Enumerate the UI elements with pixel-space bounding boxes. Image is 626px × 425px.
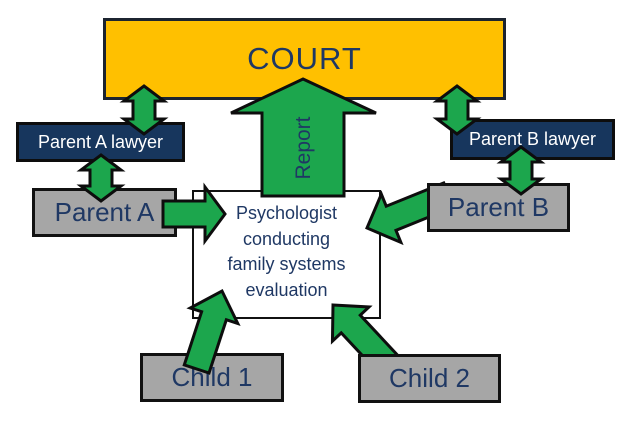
node-child-2: Child 2 — [358, 354, 501, 403]
court-label: COURT — [247, 41, 362, 76]
parent-b-label: Parent B — [447, 192, 550, 222]
psychologist-line-4: evaluation — [245, 279, 328, 300]
node-parent-a: Parent A — [32, 188, 177, 237]
parent-b-lawyer-label: Parent B lawyer — [468, 129, 597, 149]
child-2-label: Child 2 — [389, 363, 470, 393]
psychologist-line-3: family systems — [227, 254, 346, 274]
parent-a-lawyer-label: Parent A lawyer — [37, 131, 164, 152]
node-child-1: Child 1 — [140, 353, 284, 402]
child-1-label: Child 1 — [171, 362, 253, 392]
report-label: Report — [292, 116, 315, 179]
node-parent-a-lawyer: Parent A lawyer — [16, 122, 185, 162]
parent-a-label: Parent A — [54, 197, 155, 227]
node-parent-b-lawyer: Parent B lawyer — [450, 119, 615, 160]
node-parent-b: Parent B — [427, 183, 570, 232]
psychologist-line-1: Psychologist — [235, 203, 338, 223]
node-court: COURT — [103, 18, 506, 100]
node-psychologist: Psychologist conducting family systems e… — [192, 190, 381, 319]
psychologist-line-2: conducting — [242, 228, 331, 249]
